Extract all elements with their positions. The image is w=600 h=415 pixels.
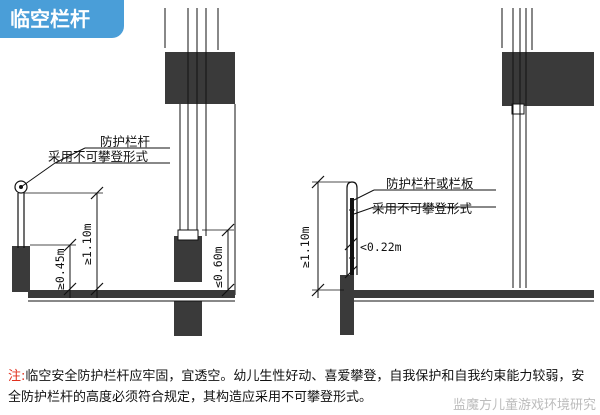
page-title: 临空栏杆: [0, 0, 124, 38]
left-ledge: [12, 246, 30, 292]
footnote: 注:临空安全防护栏杆应牢固，宜透空。幼儿生性好动、喜爱攀登，自我保护和自我约束能…: [8, 366, 596, 408]
right-dim-high: ≥1.10m: [298, 226, 312, 268]
footnote-text: 临空安全防护栏杆应牢固，宜透空。幼儿生性好动、喜爱攀登，自我保护和自我约束能力较…: [8, 369, 585, 405]
right-floor-slab: [352, 290, 594, 298]
left-upper-beam: [165, 48, 235, 104]
left-dim-low: ≥0.45m: [53, 248, 67, 290]
left-label-nonclimb: 采用不可攀登形式: [48, 149, 149, 164]
left-sill: [174, 236, 202, 282]
right-upper-beam: [502, 48, 594, 106]
right-dim-gap: <0.22m: [360, 240, 402, 254]
left-dim-window: ≤0.60m: [211, 246, 225, 288]
watermark: 监魔方儿童游戏环境研究: [452, 398, 596, 413]
left-dim-high: ≥1.10m: [80, 223, 94, 265]
right-section: 防护栏杆或栏板 采用不可攀登形式 <0.22m ≥1.10m: [298, 8, 594, 335]
right-label-nonclimb: 采用不可攀登形式: [372, 201, 473, 216]
left-label-railing: 防护栏杆: [100, 134, 151, 149]
left-section: 防护栏杆 采用不可攀登形式 ≥0.45m ≥1.10m ≤0.60m: [12, 8, 236, 336]
right-label-railing: 防护栏杆或栏板: [386, 176, 474, 191]
footnote-prefix: 注:: [8, 369, 26, 384]
left-floor-slab: [28, 290, 235, 298]
